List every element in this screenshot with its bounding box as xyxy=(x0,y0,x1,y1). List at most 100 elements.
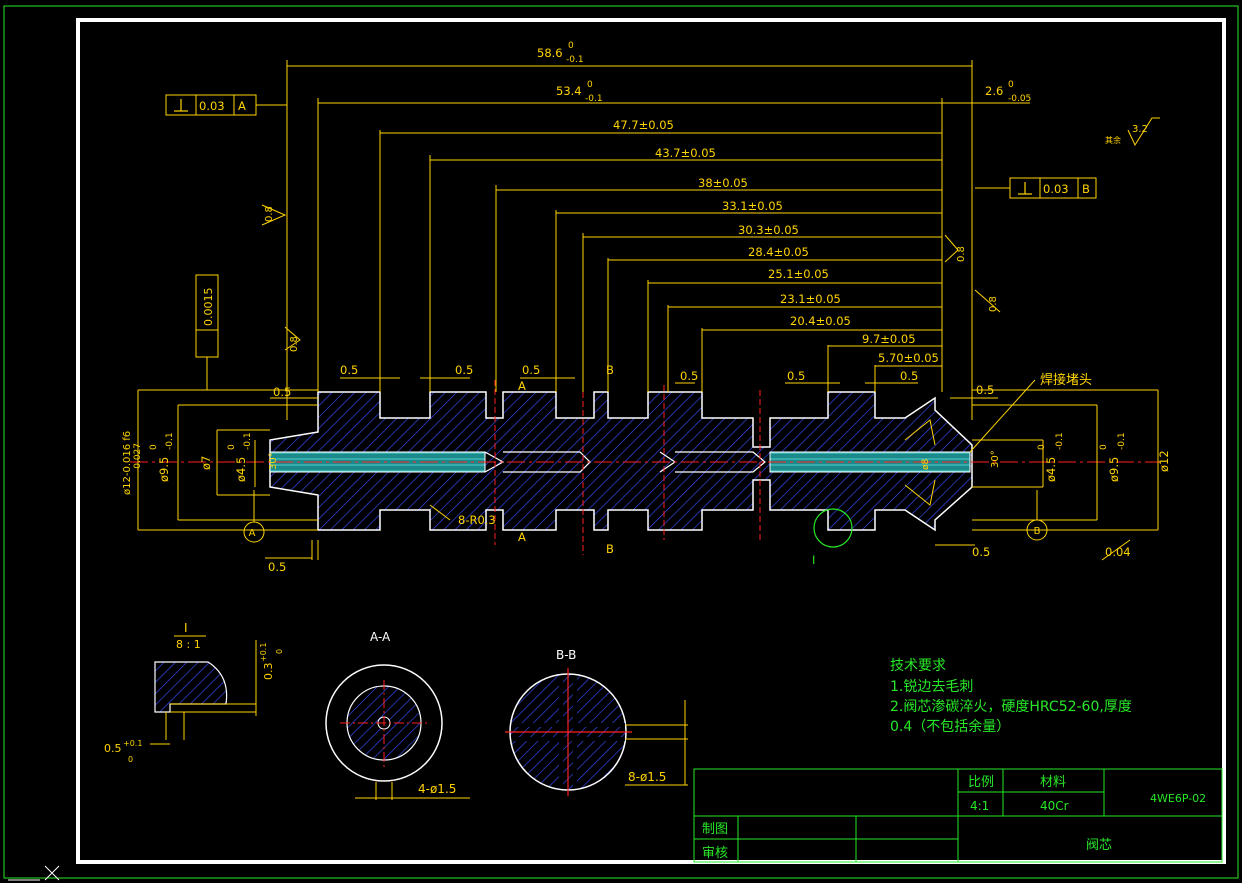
svg-text:0.5: 0.5 xyxy=(455,363,473,377)
notes-line-1: 1.锐边去毛刺 xyxy=(890,679,973,695)
svg-text:制图: 制图 xyxy=(702,822,728,837)
svg-text:ø4.5: ø4.5 xyxy=(1044,457,1058,482)
svg-text:0.5: 0.5 xyxy=(976,383,994,397)
svg-text:0.5: 0.5 xyxy=(522,363,540,377)
svg-text:8 : 1: 8 : 1 xyxy=(176,638,201,651)
svg-text:A: A xyxy=(238,99,246,113)
svg-text:3.2: 3.2 xyxy=(1132,124,1148,135)
svg-text:ø9.5: ø9.5 xyxy=(157,457,171,482)
part-name: 阀芯 xyxy=(1086,838,1112,853)
outer-frame xyxy=(3,5,1239,879)
svg-text:0.04: 0.04 xyxy=(1105,545,1131,559)
technical-notes: 技术要求 1.锐边去毛刺 2.阀芯渗碳淬火，硬度HRC52-60,厚度 0.4（… xyxy=(890,658,1132,735)
svg-text:0.5: 0.5 xyxy=(340,363,358,377)
svg-text:ø9.5: ø9.5 xyxy=(1107,457,1121,482)
notes-line-3: 0.4（不包括余量） xyxy=(890,718,1010,735)
svg-text:28.4±0.05: 28.4±0.05 xyxy=(748,245,809,259)
svg-text:B: B xyxy=(606,542,614,556)
datum-markers xyxy=(165,94,1160,543)
svg-text:A: A xyxy=(518,379,526,393)
svg-text:-0.1: -0.1 xyxy=(165,432,175,450)
svg-text:B: B xyxy=(1082,182,1090,196)
svg-text:I: I xyxy=(184,621,188,635)
svg-text:0.03: 0.03 xyxy=(1043,182,1069,196)
svg-text:-0.1: -0.1 xyxy=(243,432,253,450)
svg-text:B-B: B-B xyxy=(556,648,576,662)
svg-text:0: 0 xyxy=(1099,444,1109,450)
svg-text:0.5: 0.5 xyxy=(268,560,286,574)
svg-text:40Cr: 40Cr xyxy=(1040,799,1069,813)
title-block-text: 比例 材料 4WE6P-02 4:1 40Cr 制图 审核 阀芯 xyxy=(702,775,1206,861)
detail-circle-i xyxy=(813,508,853,548)
svg-text:8-R0.3: 8-R0.3 xyxy=(458,513,496,527)
svg-text:审核: 审核 xyxy=(702,846,728,861)
svg-text:30°: 30° xyxy=(990,450,1001,468)
svg-text:0.5: 0.5 xyxy=(680,369,698,383)
svg-text:20.4±0.05: 20.4±0.05 xyxy=(790,314,851,328)
svg-text:A: A xyxy=(518,530,526,544)
svg-text:-0.1: -0.1 xyxy=(1117,432,1127,450)
svg-text:0.5: 0.5 xyxy=(104,742,122,755)
svg-text:0: 0 xyxy=(587,80,593,90)
svg-text:-0.05: -0.05 xyxy=(1008,94,1031,104)
dim-total-length: 58.6 xyxy=(537,46,563,60)
svg-text:0.5: 0.5 xyxy=(900,369,918,383)
svg-text:0.8: 0.8 xyxy=(289,336,300,352)
svg-text:+0.1: +0.1 xyxy=(123,739,142,748)
svg-text:0.3: 0.3 xyxy=(262,663,275,681)
svg-text:0.5: 0.5 xyxy=(273,385,291,399)
svg-text:-0.1: -0.1 xyxy=(585,94,603,104)
svg-text:0: 0 xyxy=(1037,444,1047,450)
svg-text:4-ø1.5: 4-ø1.5 xyxy=(418,782,456,796)
spool-body xyxy=(269,391,973,532)
svg-text:4WE6P-02: 4WE6P-02 xyxy=(1150,792,1206,805)
svg-text:0: 0 xyxy=(128,755,133,764)
main-view xyxy=(130,365,1160,555)
dim-534: 53.4 xyxy=(556,84,582,98)
dim-26: 2.6 xyxy=(985,84,1003,98)
svg-text:其余: 其余 xyxy=(1105,135,1121,145)
svg-text:0.8: 0.8 xyxy=(988,296,999,312)
svg-text:23.1±0.05: 23.1±0.05 xyxy=(780,292,841,306)
svg-text:30°: 30° xyxy=(268,452,279,470)
svg-text:9.7±0.05: 9.7±0.05 xyxy=(862,332,916,346)
svg-text:25.1±0.05: 25.1±0.05 xyxy=(768,267,829,281)
notes-line-2: 2.阀芯渗碳淬火，硬度HRC52-60,厚度 xyxy=(890,699,1132,715)
svg-text:4:1: 4:1 xyxy=(970,799,989,813)
perp-symbols xyxy=(174,99,1032,195)
svg-text:0.8: 0.8 xyxy=(264,206,275,222)
svg-text:+0.1: +0.1 xyxy=(259,643,268,662)
dimension-text: 58.6 0 -0.1 53.4 0 -0.1 2.6 0 -0.05 47.7… xyxy=(122,41,1171,574)
svg-text:I: I xyxy=(812,553,815,567)
svg-text:比例: 比例 xyxy=(968,775,994,790)
svg-text:0: 0 xyxy=(275,649,284,654)
svg-text:A: A xyxy=(249,528,256,539)
svg-text:ø7: ø7 xyxy=(199,456,213,470)
svg-text:B: B xyxy=(1034,526,1041,537)
svg-text:ø8: ø8 xyxy=(921,458,931,470)
svg-text:47.7±0.05: 47.7±0.05 xyxy=(613,118,674,132)
ucs-icon xyxy=(8,865,60,881)
svg-text:0: 0 xyxy=(227,444,237,450)
svg-text:0: 0 xyxy=(568,41,574,51)
svg-text:B: B xyxy=(606,363,614,377)
svg-text:-0.1: -0.1 xyxy=(566,55,584,65)
svg-text:0.8: 0.8 xyxy=(956,246,967,262)
weld-plug xyxy=(904,419,936,506)
svg-text:ø4.5: ø4.5 xyxy=(234,457,248,482)
dimension-lines xyxy=(137,60,1159,561)
detail-i: I 8 : 1 0.5 +0.1 0 0.3 +0.1 0 xyxy=(104,621,284,764)
svg-text:0: 0 xyxy=(149,444,159,450)
section-aa: A-A 4-ø1.5 xyxy=(325,630,470,800)
svg-text:0.5: 0.5 xyxy=(972,545,990,559)
svg-text:43.7±0.05: 43.7±0.05 xyxy=(655,146,716,160)
svg-text:5.70±0.05: 5.70±0.05 xyxy=(878,351,939,365)
weld-label: 焊接堵头 xyxy=(1040,372,1092,388)
drawing-border xyxy=(76,18,1226,864)
svg-text:A-A: A-A xyxy=(370,630,391,644)
svg-text:8-ø1.5: 8-ø1.5 xyxy=(628,770,666,784)
svg-text:33.1±0.05: 33.1±0.05 xyxy=(722,199,783,213)
svg-text:38±0.05: 38±0.05 xyxy=(698,176,748,190)
section-bb: B-B 8-ø1.5 xyxy=(505,648,688,796)
